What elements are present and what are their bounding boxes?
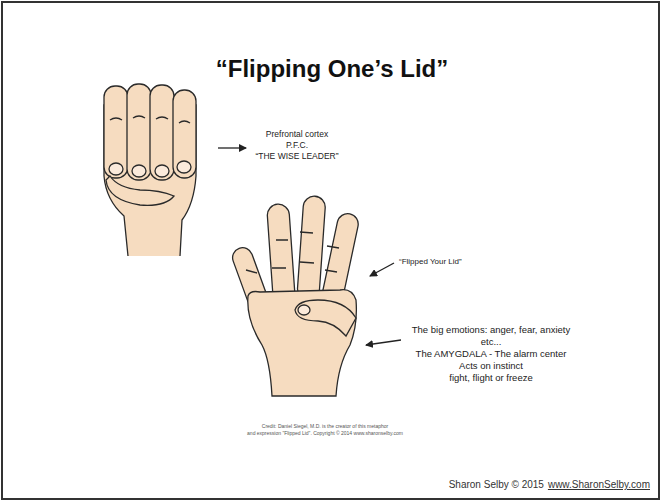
fist-illustration xyxy=(104,84,196,256)
emotion-note: The big emotions: anger, fear, anxiety e… xyxy=(407,324,575,348)
knuckle-lines xyxy=(110,116,190,123)
credit-note: Credit: Daniel Siegel, M.D. is the creat… xyxy=(210,423,440,430)
brain-part-label: “THE WISE LEADER” xyxy=(245,151,349,162)
label-group: Prefrontal cortexP.F.C.“THE WISE LEADER” xyxy=(245,129,349,162)
label-group: Sharon Selby © 2015 www.SharonSelby.com xyxy=(449,479,650,491)
fist-finger xyxy=(104,86,128,178)
brain-part-label: P.F.C. xyxy=(245,140,349,151)
fist-finger xyxy=(127,84,151,180)
pointer-arrow xyxy=(366,340,401,345)
label-group: “Flipped Your Lid” xyxy=(399,257,462,267)
label-group: Credit: Daniel Siegel, M.D. is the creat… xyxy=(210,423,440,436)
emotion-note: The AMYGDALA - The alarm center xyxy=(407,348,575,360)
finger-nail xyxy=(132,165,146,177)
slide-title: “Flipping One’s Lid” xyxy=(0,55,662,83)
fist-finger xyxy=(150,85,174,180)
label-group: The big emotions: anger, fear, anxiety e… xyxy=(407,324,575,384)
callout-label: “Flipped Your Lid” xyxy=(399,257,462,267)
footer-credit: Sharon Selby © 2015 xyxy=(449,479,544,490)
finger-nail xyxy=(109,163,123,175)
emotion-note: Acts on instinct xyxy=(407,360,575,372)
tucked-thumb xyxy=(295,300,356,336)
pointer-arrow xyxy=(218,147,246,148)
fist-thumb xyxy=(106,176,174,205)
brain-part-label: Prefrontal cortex xyxy=(245,129,349,140)
thumb-nail xyxy=(298,305,310,315)
emotion-note: fight, flight or freeze xyxy=(407,372,575,384)
pointer-arrow xyxy=(370,263,394,276)
credit-note: and expression "Flipped Lid". Copyright … xyxy=(210,430,440,437)
finger-nail xyxy=(155,165,169,177)
finger-creases xyxy=(246,232,339,273)
footer-credit: www.SharonSelby.com xyxy=(548,479,650,490)
hand-palm xyxy=(248,290,357,396)
hand-finger xyxy=(297,195,326,300)
hand-finger xyxy=(267,203,296,302)
finger-nail xyxy=(177,161,191,173)
open-hand-illustration xyxy=(230,195,360,396)
fist-finger xyxy=(173,90,196,178)
